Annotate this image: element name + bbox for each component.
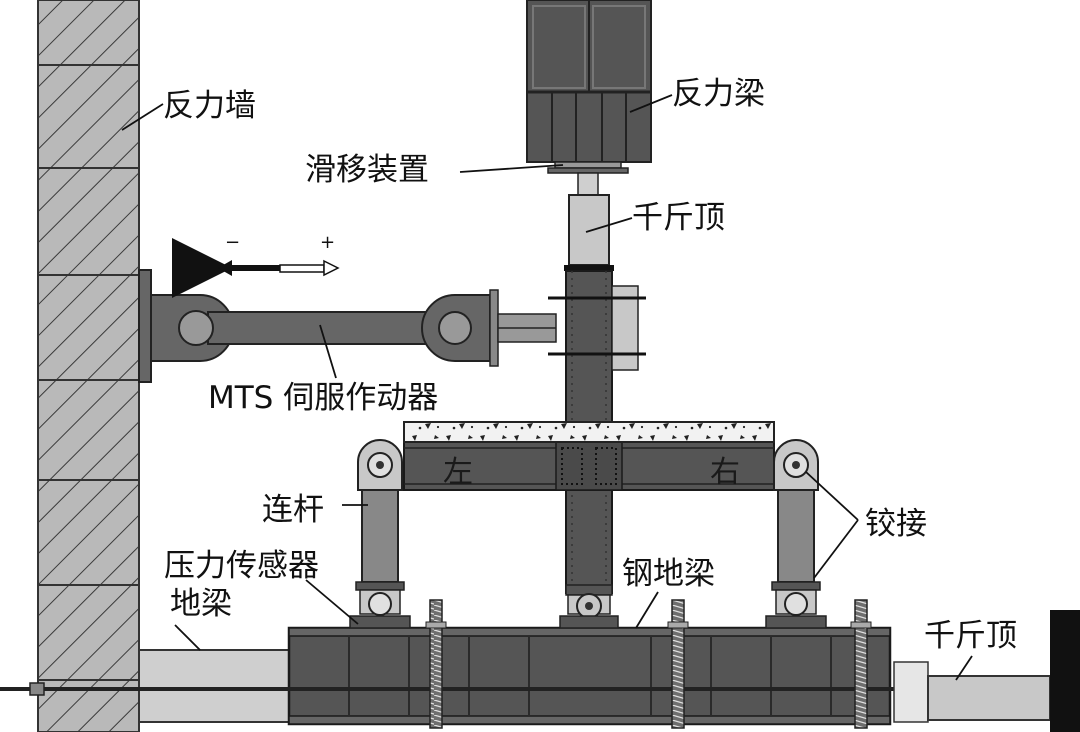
mts-actuator	[138, 269, 557, 383]
reaction-wall	[37, 0, 140, 732]
plus-sign: +	[320, 232, 335, 253]
loading-direction-arrow	[172, 238, 340, 298]
ground-beam-left	[138, 649, 292, 723]
label-sliding-device: 滑移装置	[305, 152, 429, 188]
right-link-rod	[765, 439, 827, 629]
label-hinge: 铰接	[865, 506, 927, 542]
label-right-jack: 千斤顶	[924, 618, 1017, 654]
label-link-rod: 连杆	[262, 492, 324, 528]
right-jack	[893, 661, 1051, 723]
label-load-cell: 压力传感器	[164, 548, 319, 584]
label-ground-beam: 地梁	[170, 586, 232, 622]
reaction-beam	[526, 0, 652, 163]
steel-ground-beam	[287, 626, 892, 726]
column-base-hinge	[559, 584, 619, 629]
label-actuator: MTS 伺服作动器	[208, 380, 438, 416]
label-beam-left: 左	[443, 455, 473, 490]
label-top-jack: 千斤顶	[632, 200, 725, 236]
sliding-device	[547, 161, 629, 174]
label-beam-right: 右	[710, 455, 740, 490]
minus-sign: −	[225, 232, 240, 253]
right-abutment	[1050, 610, 1080, 732]
anchor-bolts	[425, 599, 872, 729]
top-jack	[568, 172, 610, 266]
label-steel-ground-beam: 钢地梁	[622, 556, 715, 592]
label-reaction-wall: 反力墙	[163, 88, 256, 124]
label-reaction-beam: 反力梁	[672, 76, 765, 112]
concrete-slab	[403, 421, 775, 443]
leader-lines	[121, 94, 973, 681]
left-link-rod	[349, 439, 411, 629]
